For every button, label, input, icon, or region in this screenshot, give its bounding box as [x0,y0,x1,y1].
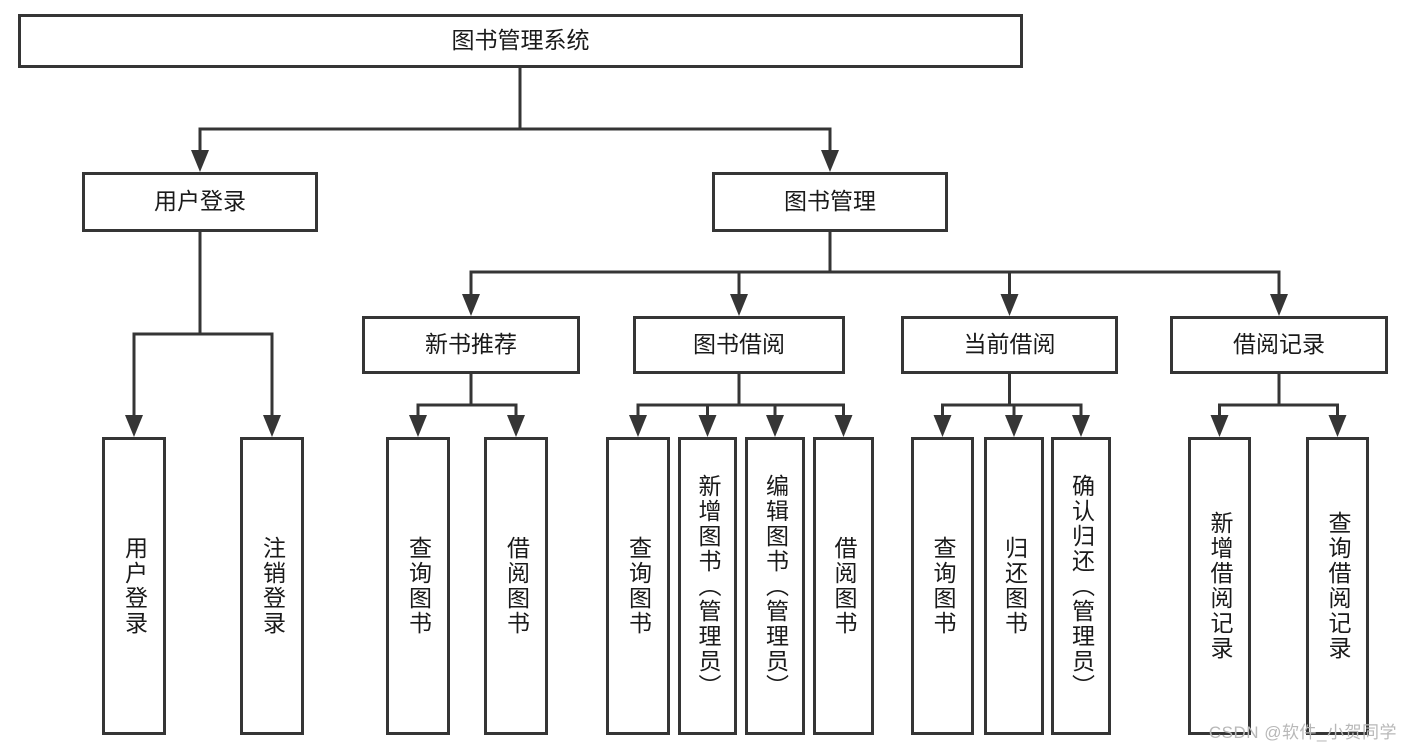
leaf-node-box-3[interactable] [484,437,548,735]
level2-node-label-0: 用户登录 [154,188,246,214]
arrow-down-icon-leaf-4-0 [1210,415,1229,437]
root-node-box-0[interactable] [18,14,1023,68]
level3-node-box-1[interactable] [633,316,845,374]
root-node-label-0: 图书管理系统 [452,27,590,53]
arrow-down-icon-l3-2 [1000,294,1019,316]
level2-node-box-1[interactable] [712,172,948,232]
leaf-node-box-10[interactable] [1051,437,1111,735]
arrow-down-icon-l2-0 [191,150,209,172]
arrow-down-icon-l3-1 [730,294,748,316]
arrow-down-icon-l3-3 [1270,294,1288,316]
arrow-down-icon-l2-1 [821,150,839,172]
arrow-down-icon-leaf-3-1 [1005,415,1023,437]
leaf-node-box-12[interactable] [1306,437,1369,735]
arrow-down-icon-l3-0 [462,294,480,316]
leaf-node-box-5[interactable] [678,437,737,735]
arrow-down-icon-leaf-3-2 [1072,415,1090,437]
level3-node-label-2: 当前借阅 [964,331,1056,357]
leaf-node-box-4[interactable] [606,437,670,735]
leaf-node-box-9[interactable] [984,437,1044,735]
level3-node-label-3: 借阅记录 [1233,331,1325,357]
arrow-down-icon-leaf-2-3 [834,415,853,437]
level3-node-label-0: 新书推荐 [425,331,517,357]
arrow-down-icon-leaf-4-1 [1328,415,1347,437]
arrow-down-icon-leaf-1-0 [409,415,427,437]
csdn-watermark: CSDN @软件_小贺同学 [1208,723,1397,742]
arrow-down-icon-leaf-2-1 [698,415,717,437]
arrow-down-icon-leaf-1-1 [507,415,525,437]
arrow-down-icon-leaf-2-0 [629,415,647,437]
level2-node-label-1: 图书管理 [784,188,876,214]
level3-node-label-1: 图书借阅 [693,331,785,357]
connector-layer [125,66,1347,437]
leaf-node-box-6[interactable] [745,437,805,735]
level3-node-box-3[interactable] [1170,316,1388,374]
node-box-layer [18,14,1388,735]
arrow-down-icon-leaf-0-0 [125,415,143,437]
leaf-node-box-7[interactable] [813,437,874,735]
leaf-node-box-1[interactable] [240,437,304,735]
leaf-node-box-2[interactable] [386,437,450,735]
arrow-down-icon-leaf-2-2 [766,415,784,437]
level2-node-box-0[interactable] [82,172,318,232]
arrow-down-icon-leaf-3-0 [933,415,952,437]
arrow-down-icon-leaf-0-1 [263,415,281,437]
leaf-node-box-0[interactable] [102,437,166,735]
level3-node-box-0[interactable] [362,316,580,374]
leaf-node-box-11[interactable] [1188,437,1251,735]
level3-node-box-2[interactable] [901,316,1118,374]
leaf-node-box-8[interactable] [911,437,974,735]
